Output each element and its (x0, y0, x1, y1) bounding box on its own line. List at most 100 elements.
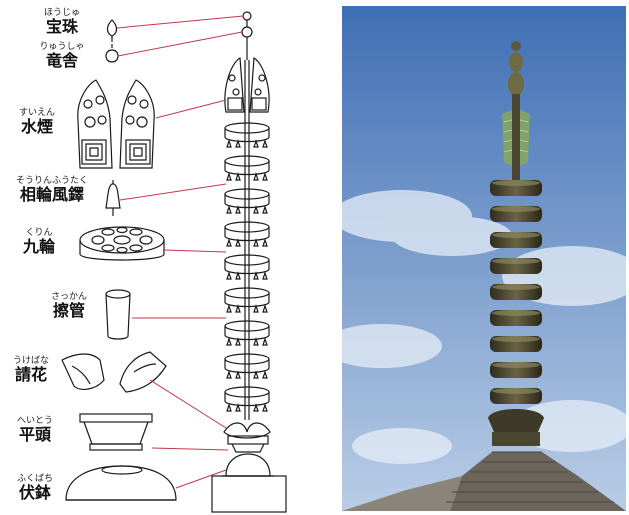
ruby-sorinfutaku: そうりんふうたく (15, 176, 88, 186)
futaku-bell (262, 238, 268, 247)
ruby-suien: すいえん (18, 108, 55, 118)
futaku-bell (235, 238, 241, 247)
futaku-bell (253, 139, 259, 148)
kanji-hoju: 宝珠 (45, 17, 78, 36)
photo-ring-highlight (492, 258, 540, 264)
ring-band (224, 359, 270, 374)
ring-band (224, 161, 270, 176)
photo-ring-highlight (492, 180, 540, 186)
photo-ring-highlight (492, 388, 540, 394)
ring-band (224, 128, 270, 143)
futaku-bell (226, 304, 232, 313)
label-kurin: くりん 九輪 (14, 228, 64, 256)
kanji-ryusha: 竜舎 (45, 51, 78, 70)
futaku-bell (226, 337, 232, 346)
futaku-bell (226, 238, 232, 247)
assembled-spire-drawing (224, 11, 270, 420)
ruby-kurin: くりん (25, 228, 53, 238)
futaku-bell (235, 139, 241, 148)
photo-ring-highlight (492, 232, 540, 238)
kanji-sakkan: 擦管 (52, 301, 85, 320)
ring-top (224, 122, 270, 134)
futaku-bell (262, 403, 268, 412)
label-ryusha: りゅうしゃ 竜舎 (26, 42, 98, 70)
ring-top (224, 287, 270, 299)
futaku-bell (235, 304, 241, 313)
kanji-fukubachi: 伏鉢 (18, 483, 51, 502)
kanji-ukebana: 請花 (14, 365, 47, 384)
ryusha-part-drawing (105, 44, 119, 63)
futaku-bell (253, 172, 259, 181)
photo-ring-highlight (492, 206, 540, 212)
photo-ring-highlight (492, 362, 540, 368)
ring-top (224, 188, 270, 200)
label-fukubachi: ふくばち 伏鉢 (4, 474, 66, 502)
ring-top (224, 353, 270, 365)
heito-part-drawing (79, 413, 153, 451)
ruby-heito: へいとう (16, 416, 53, 426)
ring-band (224, 227, 270, 242)
futaku-bell (226, 271, 232, 280)
futaku-bell (226, 139, 232, 148)
futaku-bell (226, 403, 232, 412)
kanji-suien: 水煙 (20, 117, 53, 136)
photo-ring-highlight (492, 336, 540, 342)
ring-top (224, 254, 270, 266)
futaku-bell (226, 172, 232, 181)
ruby-sakkan: さっかん (50, 292, 87, 302)
ring-top (224, 320, 270, 332)
futaku-bell (226, 205, 232, 214)
sorin-line-drawing (61, 11, 287, 513)
label-sakkan: さっかん 擦管 (38, 292, 100, 320)
kanji-heito: 平頭 (18, 425, 51, 444)
photo-ring-highlight (492, 310, 540, 316)
label-hoju: ほうじゅ 宝珠 (28, 8, 96, 36)
ruby-fukubachi: ふくばち (16, 474, 53, 484)
futaku-bell (253, 238, 259, 247)
suien-part-drawing (77, 79, 155, 169)
futaku-bell (262, 172, 268, 181)
label-suien: すいえん 水煙 (6, 108, 68, 136)
futaku-bell (253, 271, 259, 280)
ring-top (224, 155, 270, 167)
ring-band (224, 194, 270, 209)
ruby-ukebana: うけばな (12, 356, 49, 366)
ukebana-part-drawing (61, 351, 167, 393)
ring-band (224, 260, 270, 275)
futaku-bell (253, 205, 259, 214)
hoju-part-drawing (106, 19, 118, 42)
kanji-kurin: 九輪 (22, 237, 55, 256)
pagoda-spire-photo (342, 6, 626, 511)
futaku-bell (235, 271, 241, 280)
futaku-bell (235, 403, 241, 412)
leader-lines (116, 15, 244, 489)
futaku-bell (253, 337, 259, 346)
ring-top (224, 221, 270, 233)
kurin-part-drawing (79, 226, 165, 261)
ruby-hoju: ほうじゅ (43, 8, 80, 18)
futaku-bell (262, 271, 268, 280)
ring-top (224, 386, 270, 398)
photo-ring-highlight (492, 284, 540, 290)
sakkan-part-drawing (105, 289, 131, 340)
futaku-bell (235, 370, 241, 379)
futaku-bell (262, 205, 268, 214)
futaku-part-drawing (105, 180, 121, 216)
futaku-bell (253, 370, 259, 379)
label-heito: へいとう 平頭 (4, 416, 66, 444)
futaku-bell (262, 304, 268, 313)
fukubachi-part-drawing (65, 465, 177, 501)
futaku-bell (235, 205, 241, 214)
ruby-ryusha: りゅうしゃ (39, 42, 85, 52)
ring-band (224, 293, 270, 308)
kanji-sorinfutaku: 相輪風鐸 (19, 185, 84, 204)
futaku-bell (262, 370, 268, 379)
futaku-bell (226, 370, 232, 379)
futaku-bell (262, 139, 268, 148)
label-sorinfutaku: そうりんふうたく 相輪風鐸 (2, 176, 102, 204)
futaku-bell (262, 337, 268, 346)
spire-base-drawing (211, 422, 287, 513)
kurin-rings-drawing (224, 122, 270, 412)
futaku-bell (235, 337, 241, 346)
